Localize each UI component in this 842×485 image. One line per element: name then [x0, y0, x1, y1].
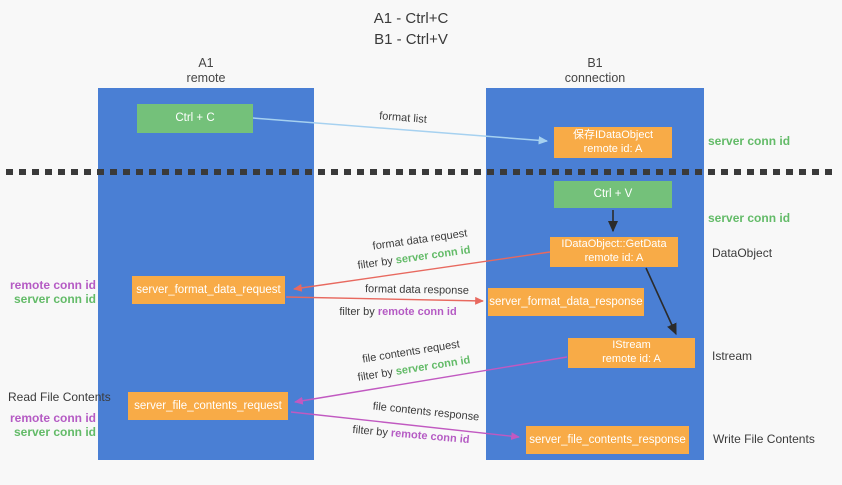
node-ctrl-v: Ctrl + V	[554, 181, 672, 208]
read-file-contents-label: Read File Contents	[8, 390, 111, 404]
node-save-idataobject: 保存IDataObject remote id: A	[554, 127, 672, 158]
file-contents-response-label: file contents response	[372, 400, 480, 424]
lane-a1-header: A1 remote	[98, 56, 314, 86]
lane-b1-title: B1	[587, 56, 603, 70]
node-save-idataobject-line2: remote id: A	[583, 142, 643, 155]
file-response-filter-label: filter by remote conn id	[352, 424, 470, 446]
filter-by-text: filter by	[356, 366, 394, 384]
format-response-filter-label: filter by remote conn id	[339, 306, 456, 318]
title-line-1: A1 - Ctrl+C	[373, 10, 449, 27]
node-server-file-contents-response: server_file_contents_response	[526, 426, 689, 454]
node-ctrl-c: Ctrl + C	[137, 104, 253, 133]
filter-by-text: filter by	[356, 255, 394, 272]
format-data-response-arrow	[285, 296, 484, 305]
format-remote-conn-id-label: remote conn id	[9, 278, 96, 292]
dotted-divider	[6, 169, 836, 175]
format-data-response-label: format data response	[364, 283, 470, 297]
node-idataobject-getdata-line1: IDataObject::GetData	[561, 238, 667, 251]
filter-remote-conn-id-text: remote conn id	[377, 306, 457, 318]
file-remote-conn-id-label: remote conn id	[9, 411, 96, 425]
lane-a1-title: A1	[198, 56, 214, 70]
filter-by-text: filter by	[339, 306, 375, 318]
diagram-title: A1 - Ctrl+C B1 - Ctrl+V	[311, 8, 511, 50]
file-request-conn-ids: remote conn id server conn id	[4, 411, 96, 440]
format-server-conn-id-label: server conn id	[13, 292, 96, 307]
node-server-file-contents-request: server_file_contents_request	[128, 392, 288, 420]
node-save-idataobject-line1: 保存IDataObject	[572, 128, 654, 141]
node-server-format-data-request-label: server_format_data_request	[136, 283, 281, 296]
dataobject-label: DataObject	[712, 246, 773, 260]
node-server-file-contents-request-label: server_file_contents_request	[134, 399, 282, 412]
node-istream-line1: IStream	[612, 339, 651, 352]
server-conn-id-top-label: server conn id	[708, 134, 791, 148]
node-idataobject-getdata: IDataObject::GetData remote id: A	[550, 237, 678, 267]
lane-b1-subtitle: connection	[564, 71, 626, 85]
format-list-label: format list	[378, 110, 428, 126]
node-server-file-contents-response-label: server_file_contents_response	[529, 433, 686, 446]
file-server-conn-id-label: server conn id	[13, 425, 96, 440]
write-file-contents-label: Write File Contents	[713, 432, 815, 446]
filter-by-text: filter by	[352, 423, 389, 439]
node-server-format-data-request: server_format_data_request	[132, 276, 285, 304]
node-server-format-data-response: server_format_data_response	[488, 288, 644, 316]
lane-b1-header: B1 connection	[486, 56, 704, 86]
istream-label: Istream	[712, 349, 753, 363]
server-conn-id-mid-label: server conn id	[708, 211, 791, 225]
node-ctrl-v-label: Ctrl + V	[593, 188, 633, 201]
node-ctrl-c-label: Ctrl + C	[175, 112, 215, 125]
node-idataobject-getdata-line2: remote id: A	[584, 252, 644, 264]
format-request-conn-ids: remote conn id server conn id	[4, 278, 96, 307]
lane-a1-subtitle: remote	[186, 71, 226, 85]
node-server-format-data-response-label: server_format_data_response	[489, 295, 643, 308]
title-line-2: B1 - Ctrl+V	[374, 31, 448, 48]
filter-remote-conn-id-text: remote conn id	[390, 427, 470, 447]
node-istream-line2: remote id: A	[602, 353, 661, 365]
node-istream: IStream remote id: A	[568, 338, 695, 368]
